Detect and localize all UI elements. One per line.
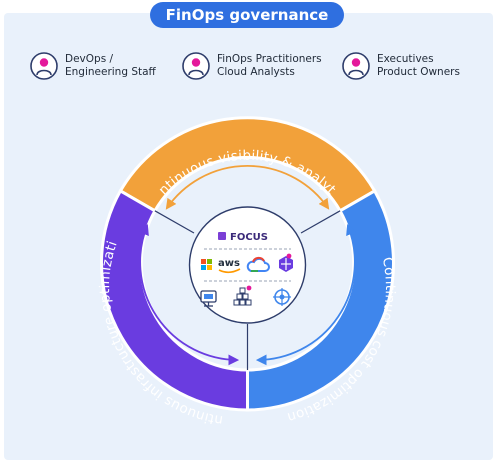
persona-label: FinOps Practitioners Cloud Analysts bbox=[217, 53, 322, 79]
helm-icon bbox=[273, 288, 291, 306]
persona-label: DevOps / Engineering Staff bbox=[65, 53, 156, 79]
persona-line-2: Product Owners bbox=[377, 66, 460, 78]
focus-logo: FOCUS bbox=[218, 232, 268, 243]
monitor-icon bbox=[200, 290, 217, 307]
focus-label: FOCUS bbox=[230, 232, 268, 243]
persona-line-2: Cloud Analysts bbox=[217, 66, 295, 78]
arrow-purple bbox=[138, 223, 240, 366]
google-cloud-icon bbox=[246, 256, 270, 272]
person-icon bbox=[30, 52, 58, 80]
persona-line-2: Engineering Staff bbox=[65, 66, 156, 78]
persona-line-1: DevOps / bbox=[65, 53, 114, 65]
cluster-icon bbox=[233, 285, 252, 306]
microsoft-icon bbox=[201, 259, 212, 270]
persona-line-1: FinOps Practitioners bbox=[217, 53, 322, 65]
arrow-orange bbox=[165, 165, 330, 210]
persona-label: Executives Product Owners bbox=[377, 53, 460, 79]
aws-logo: aws bbox=[218, 258, 241, 274]
focus-cube-icon bbox=[218, 232, 226, 240]
persona-line-1: Executives bbox=[377, 53, 434, 65]
person-icon bbox=[182, 52, 210, 80]
aws-label: aws bbox=[218, 258, 240, 269]
persona-devops: DevOps / Engineering Staff bbox=[29, 51, 156, 81]
kubernetes-icon bbox=[279, 253, 293, 272]
segment-visibility bbox=[118, 116, 377, 213]
persona-finops: FinOps Practitioners Cloud Analysts bbox=[181, 51, 322, 81]
person-icon bbox=[342, 52, 370, 80]
persona-executives: Executives Product Owners bbox=[341, 51, 460, 81]
arrow-blue bbox=[255, 223, 357, 366]
diagram-title: FinOps governance bbox=[150, 2, 344, 28]
